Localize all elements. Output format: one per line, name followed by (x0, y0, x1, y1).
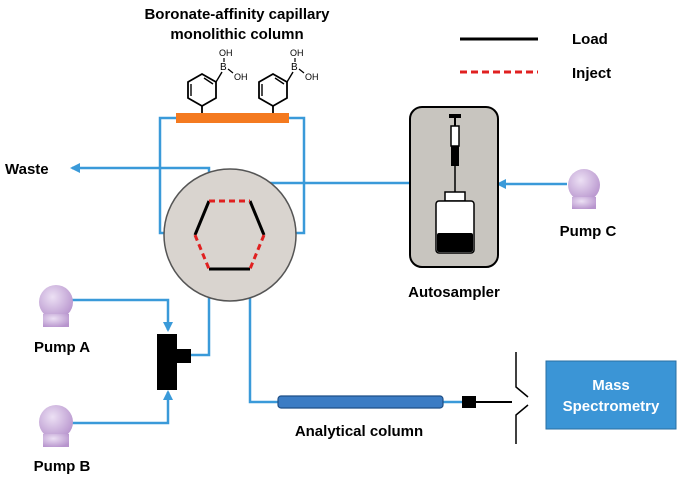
mass-spectrometer[interactable]: Mass Spectrometry (545, 360, 677, 430)
legend-inject-label: Inject (572, 65, 611, 82)
hydroxyl-label-left-2: OH (234, 72, 248, 82)
autosampler-label: Autosampler (408, 284, 500, 301)
tubing-valve-to-column (248, 269, 278, 404)
hydroxyl-label-right-2: OH (305, 72, 319, 82)
autosampler[interactable] (409, 106, 499, 268)
pump-a[interactable] (39, 285, 73, 327)
pump-c[interactable] (568, 169, 600, 209)
hydroxyl-label-right-1: OH (290, 48, 304, 58)
valve-load-path-1 (193, 200, 211, 236)
sample-vial-icon (435, 191, 475, 254)
title-line-2: monolithic column (170, 26, 303, 43)
pump-b[interactable] (39, 405, 73, 447)
tubing-pump-a-to-tee (72, 298, 173, 332)
pump-c-label: Pump C (560, 223, 617, 240)
boronic-acid-structure-right: B OH OH (258, 48, 319, 116)
valve-inject-path-3 (248, 234, 266, 270)
analytical-column-label: Analytical column (295, 423, 423, 440)
mass-spectrometer-box (545, 360, 677, 430)
boron-label-left: B (220, 62, 227, 73)
hydroxyl-label-left-1: OH (219, 48, 233, 58)
analytical-column (277, 395, 444, 409)
esi-emitter-icon (462, 396, 512, 408)
tubing-pump-b-to-tee (72, 390, 173, 425)
pump-a-label: Pump A (34, 339, 90, 356)
six-port-valve[interactable] (163, 168, 297, 302)
valve-body (163, 168, 297, 302)
title-line-1: Boronate-affinity capillary (144, 6, 330, 23)
legend-load-label: Load (572, 31, 608, 48)
boronate-monolithic-column (176, 113, 289, 123)
autosampler-body (409, 106, 499, 268)
mixing-tee (157, 334, 191, 390)
boron-label-right: B (291, 62, 298, 73)
waste-label: Waste (5, 161, 49, 178)
valve-inject-path-2 (193, 234, 211, 270)
pump-b-label: Pump B (34, 458, 91, 475)
boronic-acid-structure-left: B OH OH (187, 48, 248, 116)
mass-spec-label-line-2: Spectrometry (563, 398, 660, 415)
ms-inlet-icon (515, 352, 529, 444)
mass-spec-label-line-1: Mass (592, 377, 630, 394)
valve-load-path-2 (248, 200, 266, 236)
